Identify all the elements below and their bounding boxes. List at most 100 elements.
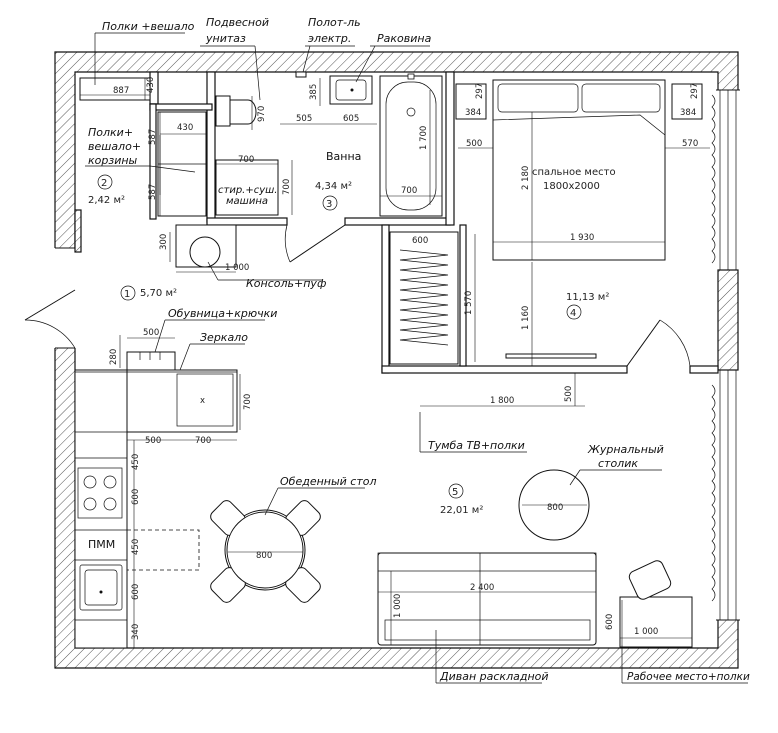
armchair-icon xyxy=(628,560,672,600)
nightstand xyxy=(455,83,487,120)
dishwasher-outline xyxy=(126,529,200,571)
kitchen-counter: x xyxy=(74,369,238,649)
label-zerkalo: Зеркало xyxy=(200,331,248,344)
label-rabochee-mesto: Рабочее место+полки xyxy=(627,671,750,683)
label-stir-mashina: машина xyxy=(226,196,268,207)
dim-970: 970 xyxy=(257,106,267,122)
tv xyxy=(505,353,597,359)
dim-297: 297 xyxy=(690,83,700,99)
toilet-icon xyxy=(215,95,257,127)
room-area: 4,34 м² xyxy=(315,181,352,192)
label-stir-mashina: стир.+суш. xyxy=(218,185,277,196)
label-spalnoe-mesto: спальное место xyxy=(532,167,616,178)
dim-600: 600 xyxy=(412,236,428,246)
dim-1700: 1 700 xyxy=(419,126,429,150)
svg-text:5: 5 xyxy=(452,487,458,498)
work-desk xyxy=(619,596,693,648)
dim-887: 887 xyxy=(113,86,129,96)
label-rakovina: Раковина xyxy=(377,32,432,45)
door-swing-icon xyxy=(24,289,76,349)
dim-1000: 1 000 xyxy=(225,263,249,273)
dim-505: 505 xyxy=(296,114,312,124)
label-polotenceсushitel: электр. xyxy=(308,32,351,45)
room-number: 1 xyxy=(120,285,136,301)
label-zhurnalny-stolik: Журнальный xyxy=(587,443,664,456)
dim-1570: 1 570 xyxy=(464,291,474,315)
dim-340: 340 xyxy=(131,624,141,640)
room-number: 3 xyxy=(322,195,338,211)
label-obuvnica: Обувница+крючки xyxy=(168,307,277,320)
svg-text:3: 3 xyxy=(326,199,332,210)
outer-walls xyxy=(52,51,740,669)
dim-2400: 2 400 xyxy=(470,583,494,593)
room-area: 2,42 м² xyxy=(88,195,125,206)
svg-text:1: 1 xyxy=(124,289,130,300)
label-podvesnoy: Подвесной xyxy=(206,16,269,29)
svg-text:4: 4 xyxy=(570,308,576,319)
label-obedenny-stol: Обеденный стол xyxy=(280,475,377,488)
label-pmm: ПММ xyxy=(88,538,115,551)
sink-icon xyxy=(329,75,373,105)
dimension-lines xyxy=(80,78,710,648)
dim-587: 587 xyxy=(148,184,158,200)
room-area: 5,70 м² xyxy=(140,288,177,299)
label-konsol-puf: Консоль+пуф xyxy=(246,277,326,290)
dim-280: 280 xyxy=(109,349,119,365)
room-number: 5 xyxy=(448,483,464,499)
sofa-icon xyxy=(377,552,597,646)
svg-text:2: 2 xyxy=(101,178,107,189)
curtain-icon xyxy=(711,94,716,264)
callouts xyxy=(85,32,748,684)
label-spalnoe-mesto: 1800x2000 xyxy=(543,181,600,192)
cooktop-icon xyxy=(77,467,123,519)
dim-600: 600 xyxy=(605,614,615,630)
dining-table xyxy=(210,500,321,603)
label-polki-korziny: вешало+ xyxy=(88,140,141,153)
dim-1000: 1 000 xyxy=(634,627,658,637)
door-swing-icon xyxy=(284,224,346,263)
curtain-icon xyxy=(711,384,716,602)
label-polotenceсushitel: Полот-ль xyxy=(308,16,361,29)
pouf xyxy=(189,236,221,268)
bathtub-icon xyxy=(379,73,443,217)
dim-384: 384 xyxy=(680,108,696,118)
dim-800: 800 xyxy=(256,551,272,561)
dim-700: 700 xyxy=(401,186,417,196)
label-tumba-tv: Тумба ТВ+полки xyxy=(428,439,525,452)
dim-300: 300 xyxy=(159,234,169,250)
dim-1000: 1 000 xyxy=(393,594,403,618)
dim-297: 297 xyxy=(475,83,485,99)
dim-800: 800 xyxy=(547,503,563,513)
dim-570: 570 xyxy=(682,139,698,149)
dim-605: 605 xyxy=(343,114,359,124)
dim-384: 384 xyxy=(465,108,481,118)
room-number: 2 xyxy=(97,174,113,190)
dim-1800: 1 800 xyxy=(490,396,514,406)
bed-icon xyxy=(492,79,666,261)
dim-450: 450 xyxy=(131,454,141,470)
dim-700: 700 xyxy=(195,436,211,446)
label-vanna: Ванна xyxy=(326,150,361,163)
label-podvesnoy: унитаз xyxy=(205,32,246,45)
dim-430: 430 xyxy=(177,123,193,133)
nightstand xyxy=(671,83,703,120)
dim-385: 385 xyxy=(309,84,319,100)
dim-1930: 1 930 xyxy=(570,233,594,243)
dim-430: 430 xyxy=(146,77,156,93)
door-swing-icon xyxy=(626,319,691,367)
room-area: 11,13 м² xyxy=(566,292,609,303)
shoe-cabinet xyxy=(126,351,176,371)
label-polki-korziny: Полки+ xyxy=(88,126,133,139)
dim-450: 450 xyxy=(131,539,141,555)
wardrobe-icon xyxy=(389,231,459,365)
dim-500: 500 xyxy=(145,436,161,446)
dim-500: 500 xyxy=(564,386,574,402)
dim-600: 600 xyxy=(131,489,141,505)
towel-heater xyxy=(295,71,307,78)
label-zhurnalny-stolik: столик xyxy=(598,457,638,470)
washing-machine xyxy=(215,159,279,216)
label-polki-korziny: корзины xyxy=(88,154,138,167)
dim-2180: 2 180 xyxy=(521,166,531,190)
partitions xyxy=(149,71,719,374)
